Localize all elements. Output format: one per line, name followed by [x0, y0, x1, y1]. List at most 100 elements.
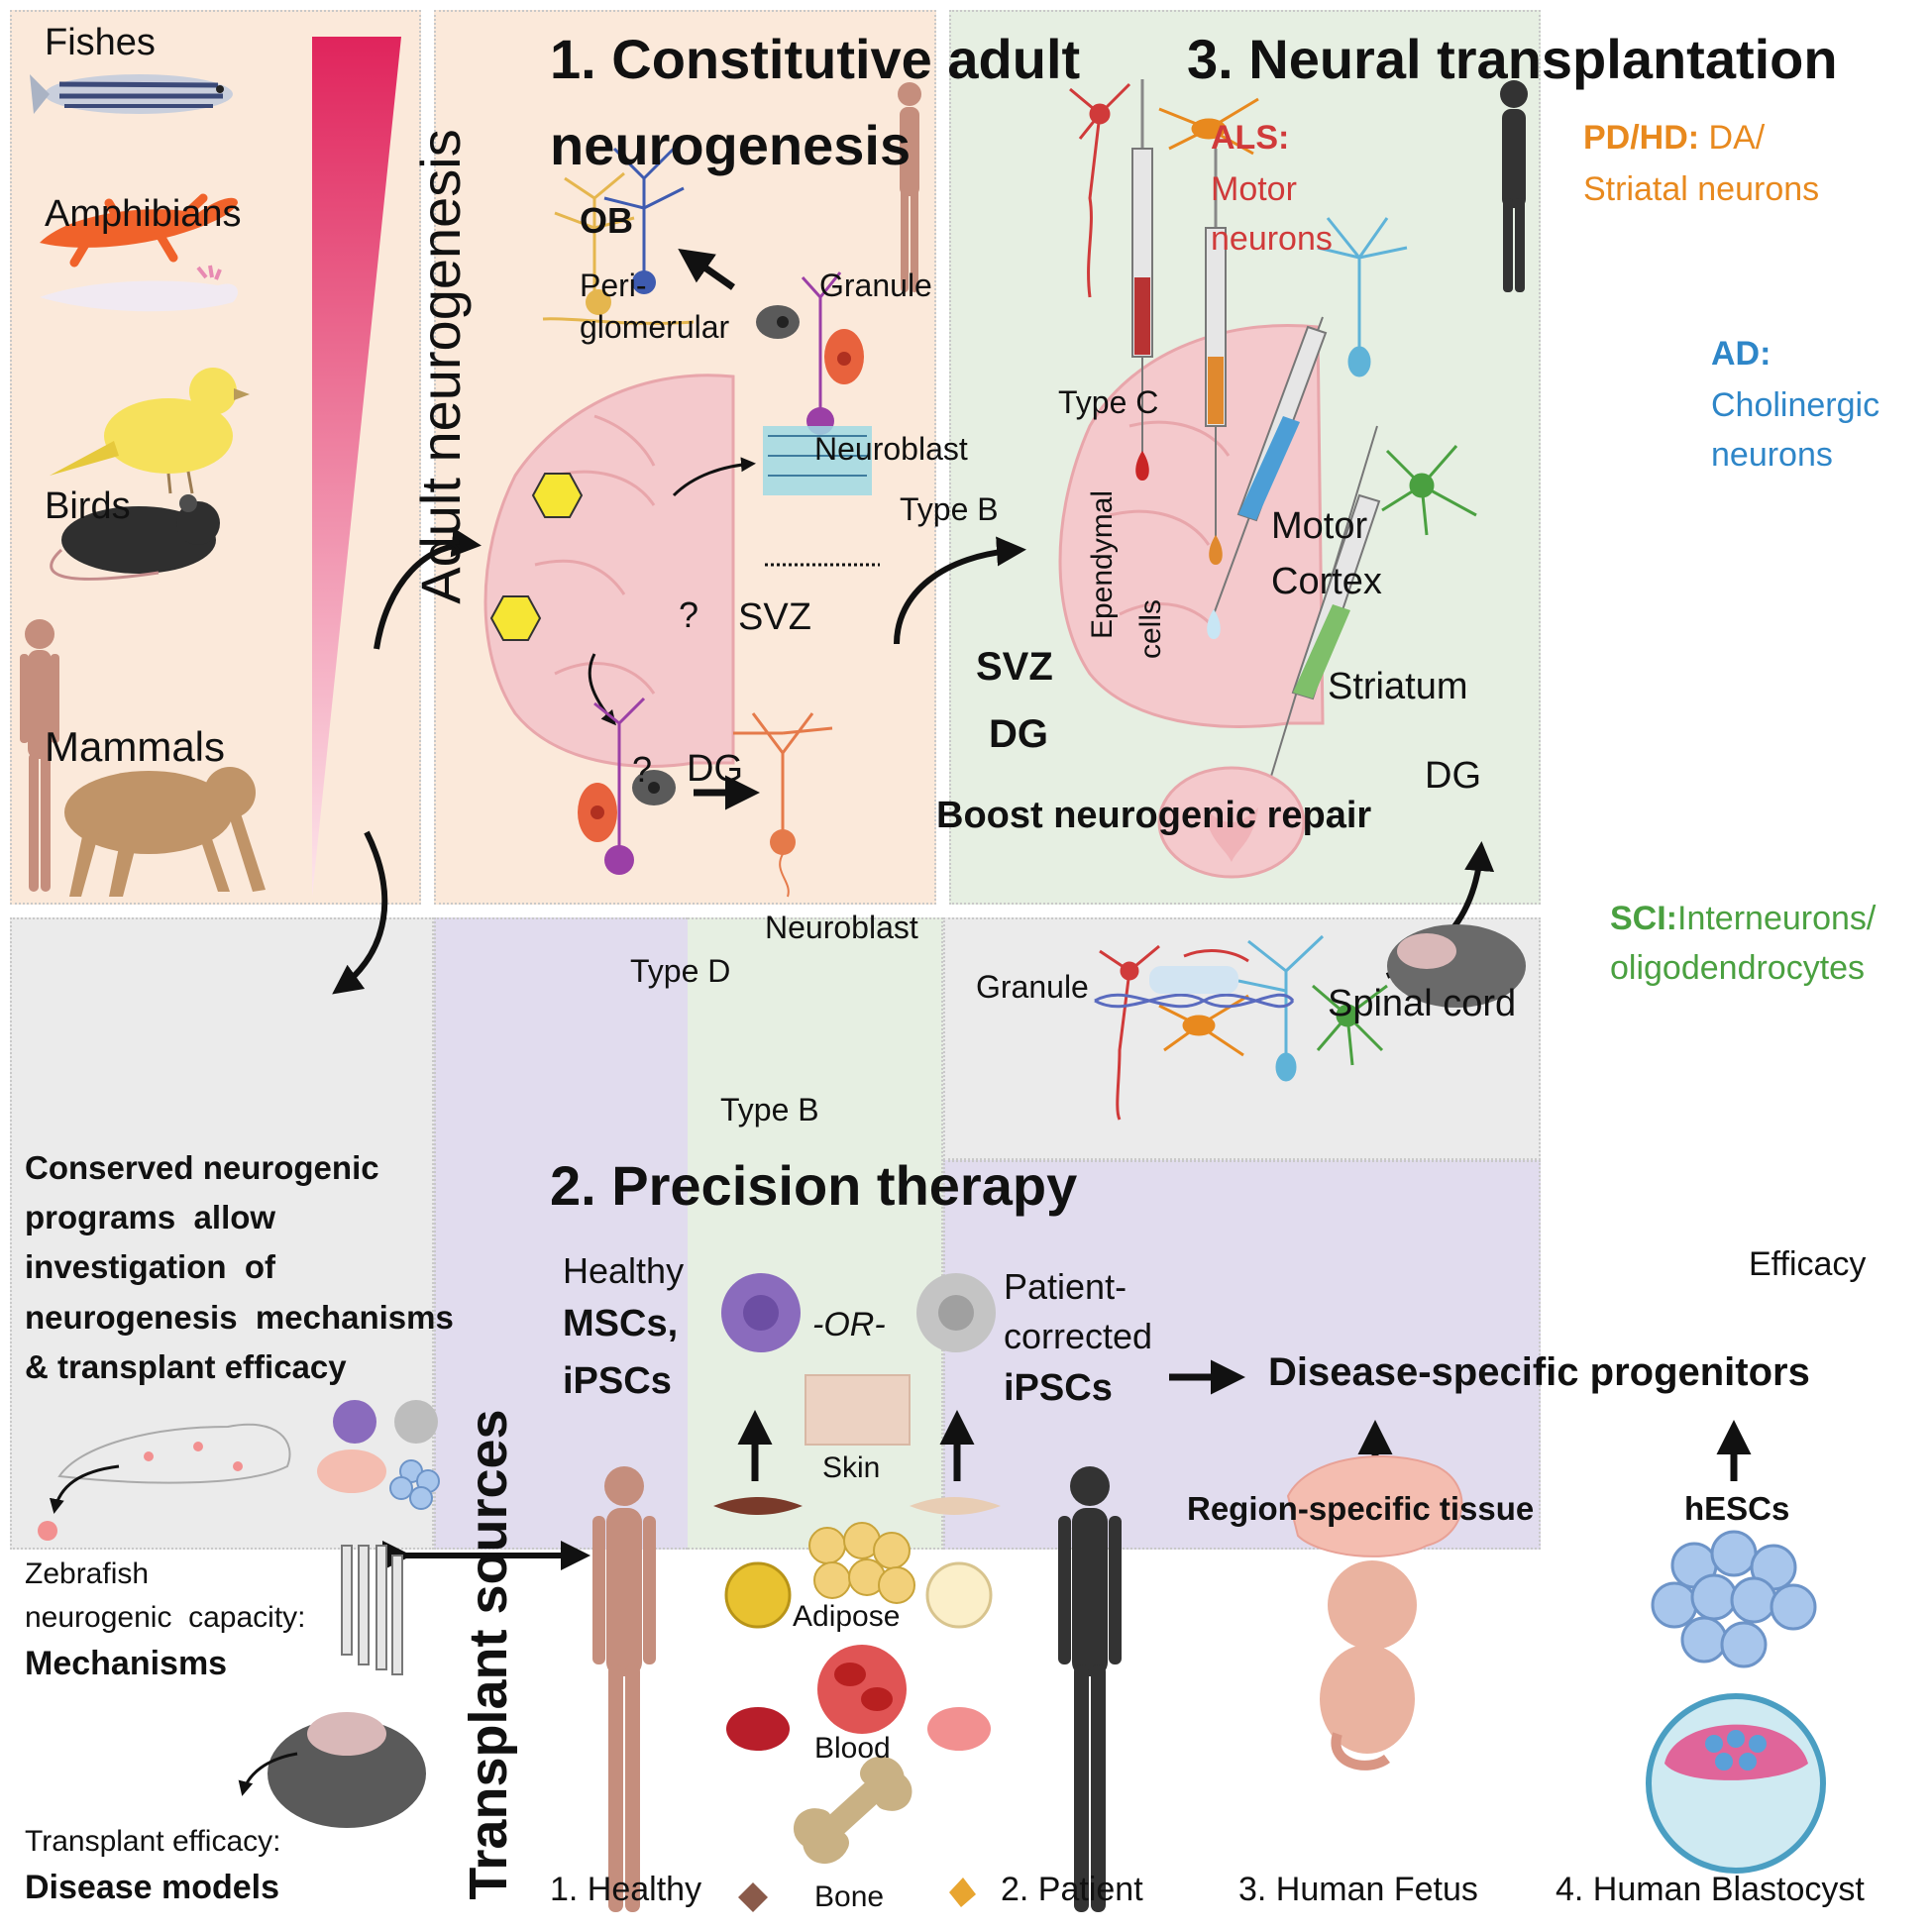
label-neuroblast-bottom: Neuroblast [765, 910, 918, 945]
hescs-cluster-icon [1651, 1530, 1817, 1668]
label-motor-neurons-2: neurons [1211, 220, 1333, 258]
human-tan-icon-small [898, 82, 921, 292]
neuron-striatal-orange [1158, 97, 1259, 156]
mouse-icon [50, 494, 220, 581]
label-interneurons: Interneurons/ [1677, 900, 1877, 937]
label-zebrafish: Zebrafish [25, 1557, 150, 1590]
bone-cell-left [738, 1882, 768, 1912]
label-mechanisms: Mechanisms [25, 1645, 228, 1682]
label-pdhd: PD/HD: [1583, 119, 1700, 157]
label-blood: Blood [814, 1732, 891, 1765]
label-birds: Birds [45, 485, 131, 527]
skin-tissue-icon [805, 1374, 911, 1446]
label-ipscs-patient: iPSCs [1004, 1367, 1113, 1409]
label-fetus: 3. Human Fetus [1238, 1871, 1478, 1908]
panel-conserved [10, 917, 434, 1550]
label-adipose: Adipose [793, 1600, 901, 1633]
label-ependymal: Ependymal [1085, 489, 1119, 640]
arrow-animals-to-conserved [332, 830, 388, 995]
blastocyst-icon [1646, 1693, 1826, 1874]
fibroblast-right [910, 1497, 1001, 1515]
label-peri-line2: glomerular [580, 309, 730, 345]
arrow-to-granule [678, 248, 736, 290]
fish-icon [30, 74, 233, 114]
cell-purple-small [333, 1400, 376, 1444]
fibroblast-left [713, 1497, 803, 1515]
label-adult-neurogenesis: Adult neurogenesis [408, 129, 472, 604]
label-ipscs-healthy: iPSCs [563, 1360, 672, 1402]
label-healthy: Healthy [563, 1250, 685, 1291]
label-granule-bottom: Granule [976, 969, 1089, 1005]
label-motor: Motor [1271, 505, 1368, 547]
ob-neurons [542, 147, 695, 325]
label-type-b-top: Type B [900, 491, 999, 527]
bone-icon [794, 1756, 912, 1864]
label-type-c: Type C [1058, 384, 1159, 420]
dg-cells [578, 653, 833, 898]
conserved-line3: investigation of [25, 1248, 276, 1285]
label-striatal-neurons: Striatal neurons [1583, 170, 1820, 208]
panel3-title: 3. Neural transplantation [1187, 28, 1838, 90]
arrow-svz-to-zoom [672, 457, 756, 497]
label-cortex: Cortex [1271, 561, 1382, 602]
label-cholinergic: Cholinergic [1711, 386, 1880, 424]
label-boost-repair: Boost neurogenic repair [936, 795, 1372, 836]
cell-grey-small [394, 1400, 438, 1444]
svz-cells [756, 271, 872, 495]
monkey-icon [64, 767, 266, 897]
brain-illustration-1 [483, 374, 735, 768]
svz-question-mark: ? [679, 594, 699, 635]
dna-helix-icon [1094, 949, 1295, 1009]
stem-cell-grey [916, 1273, 996, 1352]
label-spinal-cord: Spinal cord [1328, 983, 1517, 1024]
dg-question-mark: ? [632, 749, 653, 790]
label-patient: Patient- [1004, 1266, 1127, 1307]
zebrafish-cells-icon [38, 1521, 57, 1541]
label-mscs: MSCs, [563, 1303, 679, 1344]
arrow-animals-to-neuro [374, 527, 482, 650]
mouse-model-icon [268, 1712, 426, 1828]
label-hescs: hESCs [1684, 1490, 1790, 1527]
label-granule-top: Granule [819, 268, 932, 303]
neuron-cholinergic-blue [1317, 217, 1408, 377]
label-dg-transplant: DG [1425, 755, 1481, 797]
label-corrected: corrected [1004, 1316, 1153, 1356]
label-fishes: Fishes [45, 22, 156, 63]
conserved-line2: programs allow [25, 1199, 276, 1235]
panel2-title: 2. Precision therapy [550, 1154, 1078, 1217]
label-striatum: Striatum [1328, 666, 1468, 707]
label-als: ALS: [1211, 119, 1290, 157]
blood-vessel-icon [817, 1645, 907, 1734]
rbc-left [726, 1707, 790, 1751]
axolotl-icon [40, 265, 238, 312]
label-blastocyst: 4. Human Blastocyst [1556, 1871, 1865, 1908]
syringe-blue [1207, 316, 1328, 639]
label-neuroblast-top: Neuroblast [814, 431, 968, 467]
label-type-b-bottom: Type B [720, 1092, 819, 1127]
label-svz: SVZ [738, 596, 811, 638]
bird-icon [50, 368, 250, 494]
label-skin: Skin [822, 1451, 881, 1484]
syringes-small [341, 1545, 403, 1675]
label-healthy-bottom: 1. Healthy [550, 1871, 702, 1908]
progenitor-neurons [1099, 934, 1388, 1121]
brain-small-icon [317, 1449, 386, 1493]
label-da: DA/ [1699, 119, 1766, 157]
label-disease-specific: Disease-specific progenitors [1268, 1350, 1810, 1394]
conserved-line1: Conserved neurogenic [25, 1149, 379, 1186]
label-sci-line1: SCI:Interneurons/ [1610, 900, 1876, 938]
label-peri-line1: Peri- [580, 268, 647, 303]
label-transplant-sources: Transplant sources [458, 1409, 518, 1900]
label-svz-center: SVZ [976, 645, 1053, 689]
label-transplant-efficacy: Transplant efficacy: [25, 1825, 281, 1858]
dg-question-hexagon [489, 595, 542, 641]
rbc-right [927, 1707, 991, 1751]
label-bone: Bone [814, 1880, 885, 1913]
zebrafish-brain-icon [57, 1423, 291, 1484]
label-ad: AD: [1711, 335, 1771, 373]
cells-blue-small [389, 1459, 440, 1510]
panel1-title-line2: neurogenesis [550, 114, 912, 176]
human-tan-icon-left [20, 619, 59, 892]
label-oligodendrocytes: oligodendrocytes [1610, 949, 1866, 987]
human-patient-icon [1058, 1466, 1122, 1912]
